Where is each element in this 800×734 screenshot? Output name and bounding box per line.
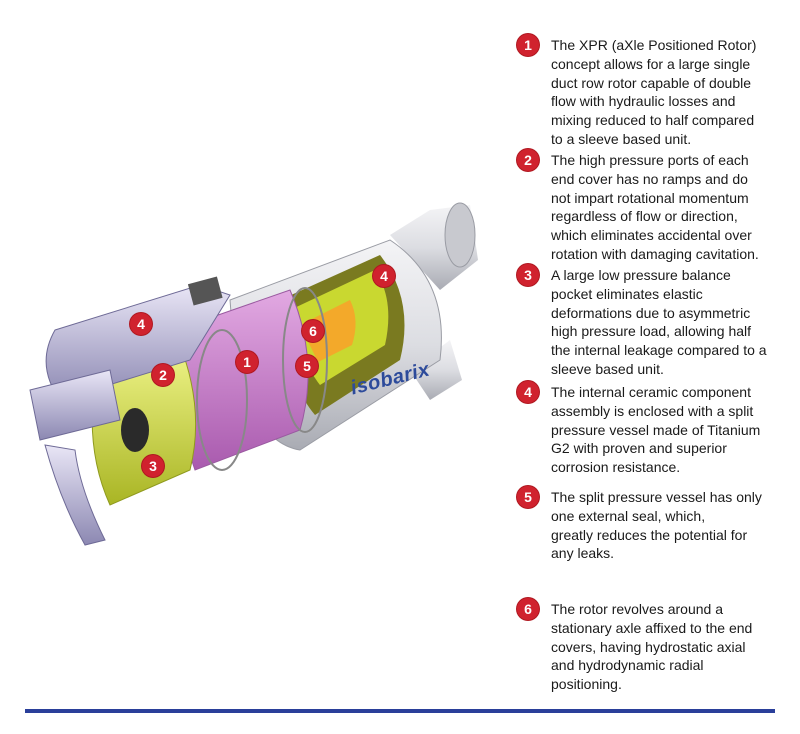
marker-4-vessel: 4	[373, 265, 395, 287]
end-cover	[91, 344, 197, 506]
text-line: high pressure load, allowing half	[551, 323, 752, 340]
text-line: rotation with damaging cavitation.	[551, 245, 759, 262]
text-line: and hydrodynamic radial	[551, 657, 704, 674]
text-line: any leaks.	[551, 545, 615, 562]
text-line: sleeve based unit.	[551, 360, 664, 377]
number-badge: 3	[517, 264, 539, 286]
text-line: stationary axle affixed to the end	[551, 619, 753, 636]
marker-4-endcap: 4	[130, 313, 152, 335]
text-line: regardless of flow or direction,	[551, 208, 738, 225]
text-line: The high pressure ports of each	[551, 152, 749, 168]
marker-1: 1	[236, 351, 258, 373]
rotor	[173, 287, 328, 471]
number-badge: 4	[517, 381, 539, 403]
number-badge: 1	[517, 34, 539, 56]
feature-text: A large low pressure balance pocket elimi…	[551, 266, 767, 379]
number-badge: 2	[517, 149, 539, 171]
text-line: G2 with proven and superior	[551, 440, 727, 457]
text-line: deformations due to asymmetric	[551, 304, 751, 321]
text-line: the internal leakage compared to a	[551, 342, 767, 359]
inlet-end-cap	[29, 276, 231, 546]
text-line: The XPR (aXle Positioned Rotor)	[551, 37, 757, 53]
marker-5: 5	[296, 355, 318, 377]
number-badge: 5	[517, 486, 539, 508]
text-line: pressure vessel made of Titanium	[551, 421, 761, 438]
text-line: not impart rotational momentum	[551, 189, 749, 206]
text-line: positioning.	[551, 676, 622, 693]
text-line: one external seal, which,	[551, 507, 706, 524]
feature-text: The rotor revolves around a stationary ax…	[551, 600, 752, 694]
text-line: which eliminates accidental over	[551, 227, 752, 244]
text-line: pocket eliminates elastic	[551, 285, 703, 302]
text-line: flow with hydraulic losses and	[551, 93, 736, 110]
marker-3: 3	[142, 455, 164, 477]
marker-6: 6	[302, 320, 324, 342]
text-line: The internal ceramic component	[551, 384, 751, 400]
text-line: corrosion resistance.	[551, 459, 681, 476]
text-line: A large low pressure balance	[551, 267, 731, 283]
text-line: duct row rotor capable of double	[551, 74, 752, 91]
text-line: end cover has no ramps and do	[551, 170, 748, 187]
number-badge: 6	[517, 598, 539, 620]
footer-divider	[25, 709, 775, 713]
feature-text: The split pressure vessel has only one ex…	[551, 488, 762, 563]
feature-text: The XPR (aXle Positioned Rotor) concept a…	[551, 36, 756, 149]
text-line: concept allows for a large single	[551, 55, 751, 72]
text-line: assembly is enclosed with a split	[551, 402, 754, 419]
pressure-exchanger-cutaway-illustration	[29, 202, 478, 546]
outlet-pipe	[390, 202, 478, 400]
text-line: to a sleeve based unit.	[551, 130, 692, 147]
text-line: covers, having hydrostatic axial	[551, 638, 746, 655]
text-line: The rotor revolves around a	[551, 601, 723, 617]
feature-text: The high pressure ports of each end cover…	[551, 151, 759, 264]
text-line: The split pressure vessel has only	[551, 489, 762, 505]
text-line: greatly reduces the potential for	[551, 526, 748, 543]
marker-2: 2	[152, 364, 174, 386]
feature-text: The internal ceramic component assembly i…	[551, 383, 760, 477]
text-line: mixing reduced to half compared	[551, 112, 755, 129]
